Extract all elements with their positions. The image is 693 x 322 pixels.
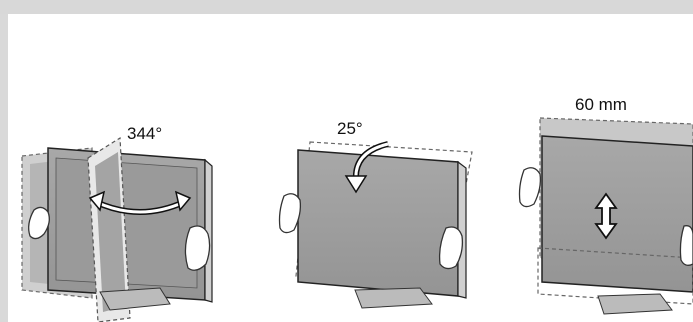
tilt-monitor-figure — [280, 142, 473, 308]
swivel-angle-label: 344° — [127, 124, 162, 144]
height-left-hand — [520, 168, 541, 207]
swivel-monitor-figure — [22, 138, 212, 322]
tilt-main-monitor — [298, 150, 458, 296]
height-monitor-figure — [520, 118, 693, 314]
tilt-angle-label: 25° — [337, 119, 363, 139]
swivel-right-hand — [185, 226, 209, 270]
height-right-hand — [680, 226, 693, 266]
height-range-label: 60 mm — [575, 95, 627, 115]
height-main-monitor — [542, 136, 693, 292]
